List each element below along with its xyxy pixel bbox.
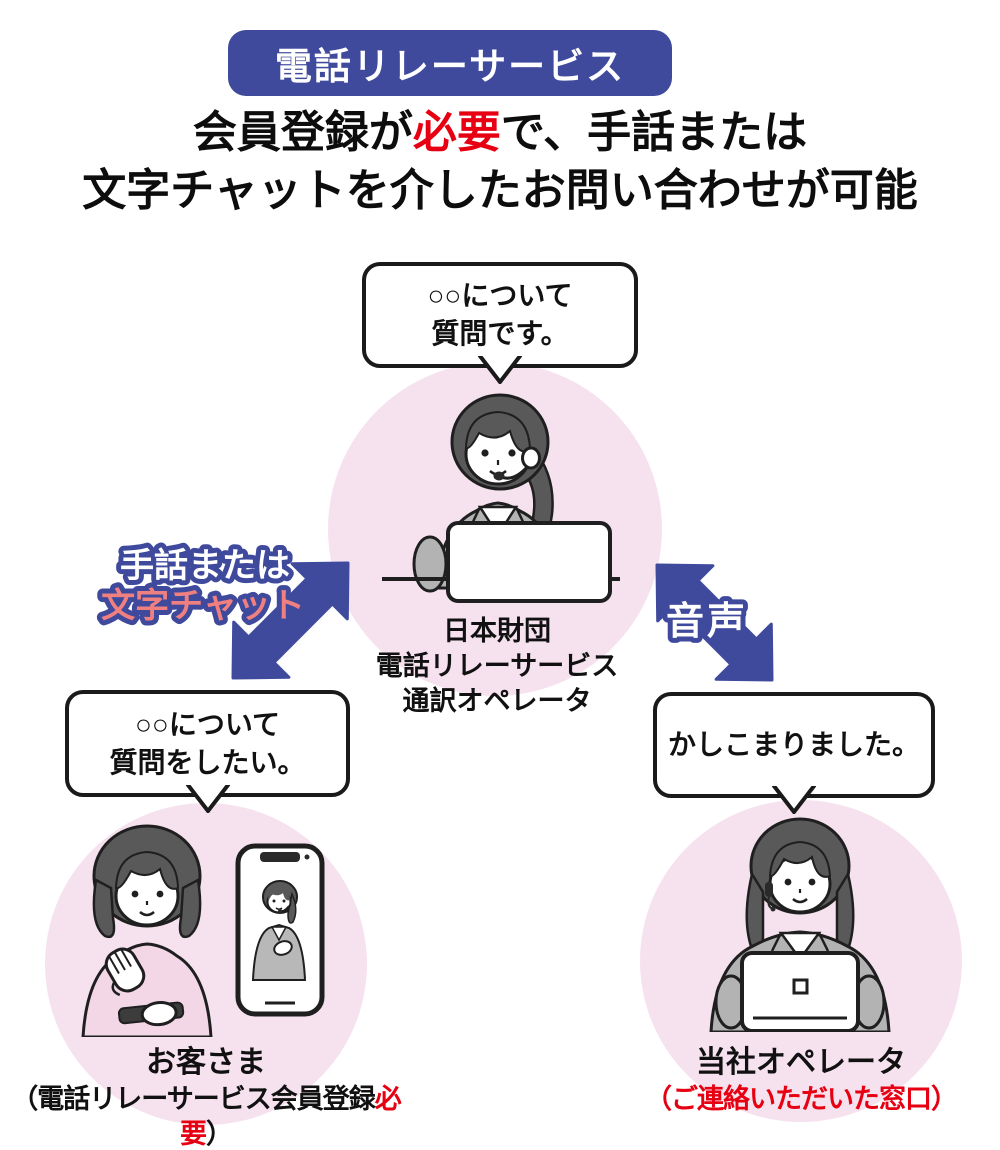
interpreter-caption-line1: 日本財団 [443,616,551,646]
left-arrow-label-line1: 手話または [120,547,290,585]
heading-line1-red: 必要 [412,108,501,157]
sign-language-hand [104,947,146,997]
customer-note-post: ） [206,1119,233,1149]
bubble-tail-icon [185,785,230,813]
operator-bubble-line1: かしこまりました。 [667,729,920,760]
customer-bubble-line1: ○○について [135,708,280,740]
headset-icon [493,446,541,481]
customer-caption-note: （電話リレーサービス会員登録必要） [0,1082,412,1150]
interpreter-left-arm [412,535,448,593]
mini-operator-bangs [268,887,290,901]
heading-line2: 文字チャットを介したお問い合わせが可能 [82,166,918,215]
title-badge-label: 電話リレーサービス [274,46,626,87]
company-operator-illustration [709,817,891,1032]
customer-speech-bubble: ○○について 質問をしたい。 [65,690,350,813]
customer-caption: お客さま （電話リレーサービス会員登録必要） [0,1044,412,1150]
heading-line1: 会員登録が必要で、手話または [0,104,1000,162]
operator-caption-name: 当社オペレータ [696,1046,906,1079]
laptop-icon [446,521,612,603]
interpreter-bangs [464,410,532,453]
hand-held-phone [117,1000,185,1027]
earpiece-icon [765,882,776,912]
left-arrow-label-line2: 文字チャット [101,587,305,625]
interpreter-caption-line3: 通訳オペレータ [402,686,592,716]
bubble-tail-icon [478,356,522,384]
bubble-tail-icon [772,786,816,814]
interpreter-speech-bubble: ○○について 質問です。 [362,262,638,384]
customer-note-pre: （電話リレーサービス会員登録 [11,1084,375,1114]
customer-note-red: 必要 [180,1084,402,1149]
smartphone-icon [235,843,325,1017]
interpreter-operator-illustration [382,393,620,603]
interpreter-caption: 日本財団 電話リレーサービス 通訳オペレータ [347,614,647,719]
heading-line1-pre: 会員登録が [192,108,413,157]
customer-caption-name: お客さま [146,1046,266,1079]
operator-shirt [778,931,822,962]
customer-bubble-line2: 質問をしたい。 [109,746,306,778]
interpreter-caption-line2: 電話リレーサービス [375,651,619,681]
operator-caption-note: （ご連絡いただいた窓口） [645,1084,958,1114]
operator-speech-bubble: かしこまりました。 [653,692,935,814]
interpreter-bubble-line1: ○○について [427,280,573,311]
heading-line1-post: で、手話または [500,108,808,157]
left-arrow-icon [231,561,350,680]
operator-caption: 当社オペレータ （ご連絡いただいた窓口） [596,1044,1000,1117]
page-title: 会員登録が必要で、手話または 文字チャットを介したお問い合わせが可能 [0,104,1000,220]
right-arrow-label-text: 音声 [666,601,748,643]
interpreter-bubble-line2: 質問です。 [431,318,569,349]
title-badge: 電話リレーサービス [228,30,672,96]
operator-bangs [768,840,832,878]
left-arrow-label: 手話または 文字チャット [96,542,310,630]
customer-illustration [81,824,325,1037]
laptop-icon [740,951,860,1032]
right-arrow-icon [655,563,774,682]
right-arrow-label: 音声 [661,596,750,648]
customer-bangs [114,850,180,890]
